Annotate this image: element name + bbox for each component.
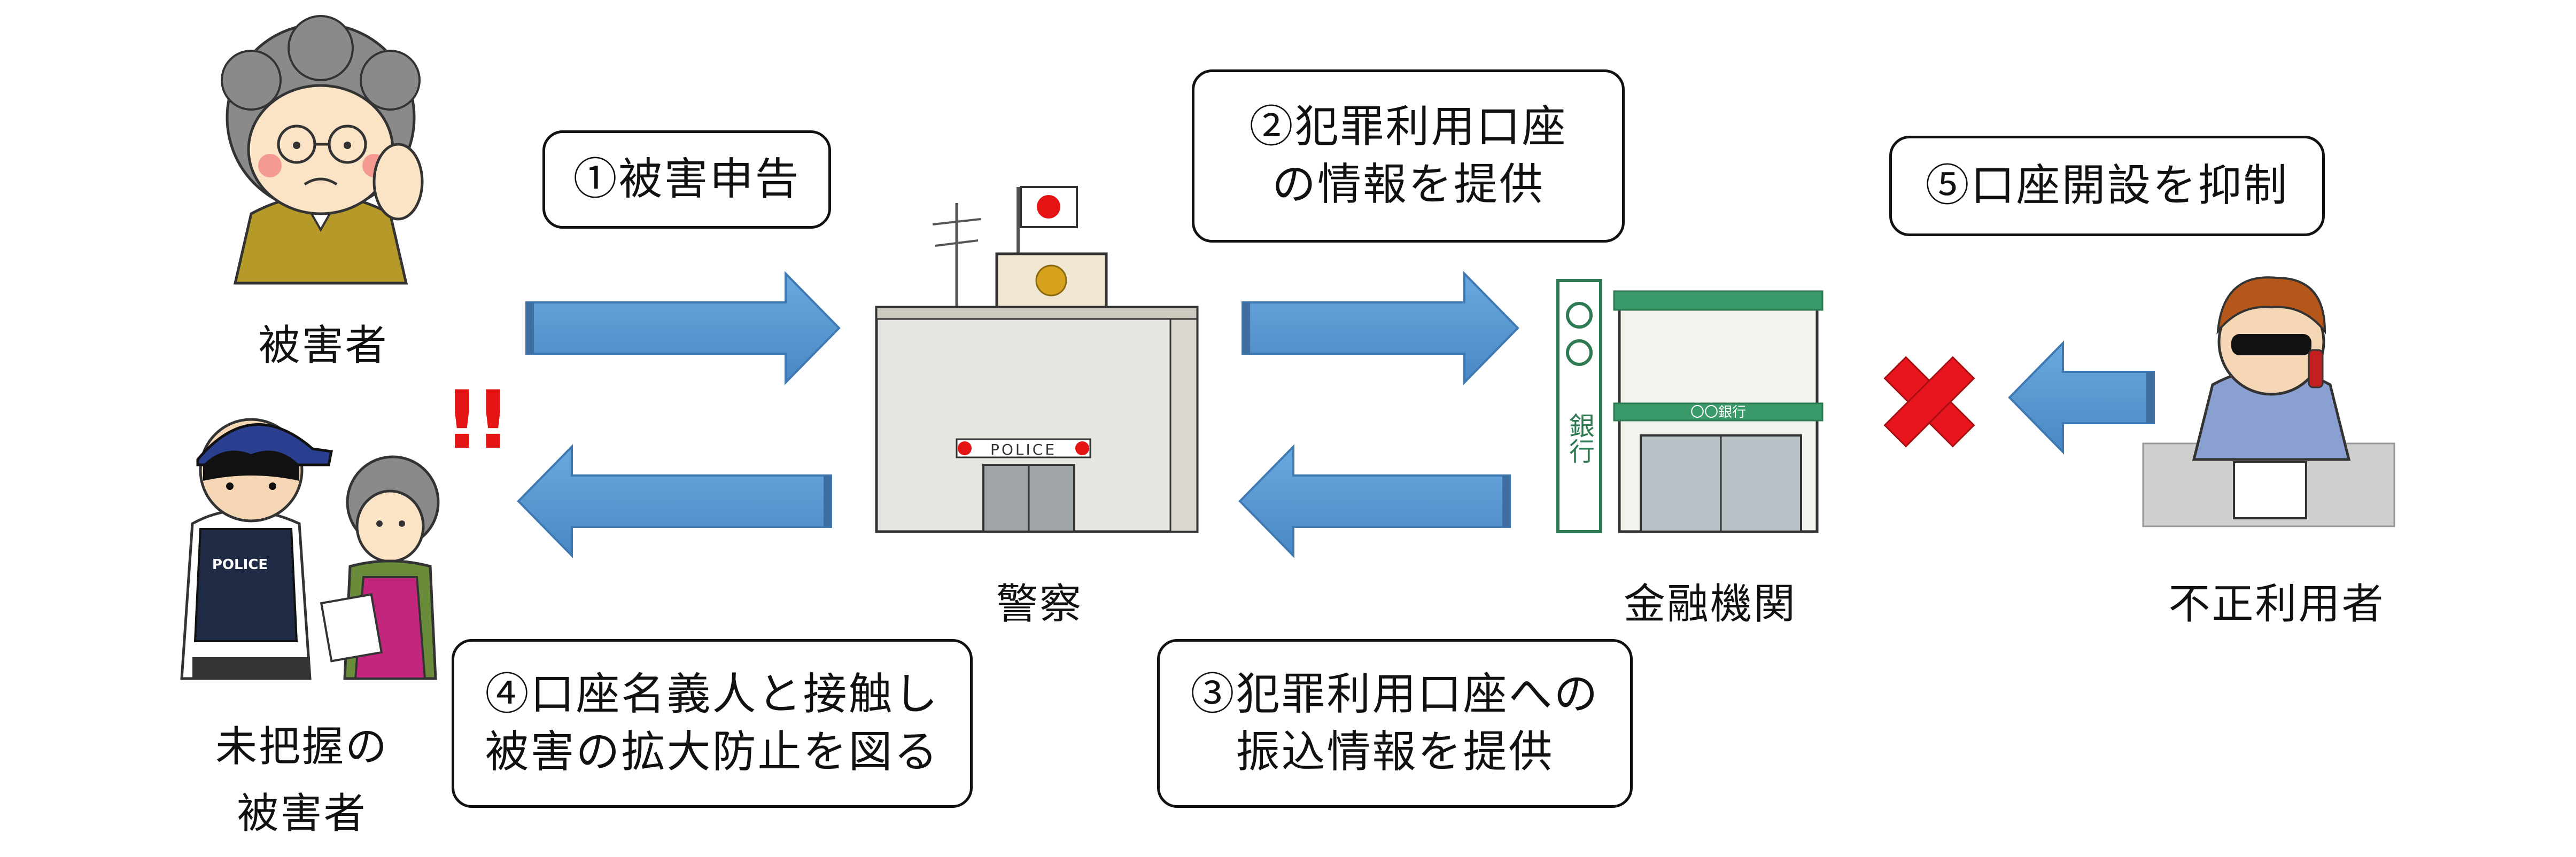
officer-and-woman-illustration (180, 418, 440, 680)
step3-box: ③犯罪利用口座への 振込情報を提供 (1157, 639, 1633, 808)
bank-label-text: 金融機関 (1623, 580, 1797, 628)
police-label: 警察 (951, 571, 1128, 630)
fraudster-illustration (2142, 276, 2395, 527)
arrow-police-to-bank (1242, 271, 1519, 385)
fraudster-label: 不正利用者 (2164, 571, 2389, 630)
victim-label: 被害者 (235, 312, 412, 372)
unknown-victim-label: 未把握の 被害者 (214, 714, 390, 847)
step2-text-line2: の情報を提供 (1271, 159, 1545, 210)
arrow-victim-to-police (525, 271, 841, 385)
alert-exclamation: !! (444, 374, 511, 467)
step2-text-line1: ②犯罪利用口座 (1249, 101, 1568, 152)
officer-badge-text: POLICE (212, 557, 268, 573)
step2-box: ②犯罪利用口座 の情報を提供 (1192, 69, 1625, 243)
victim-label-text: 被害者 (258, 322, 389, 370)
step1-text: ①被害申告 (573, 153, 801, 205)
bank-pillar-text: 銀行 (1564, 412, 1594, 464)
step3-text-line1: ③犯罪利用口座への (1190, 668, 1600, 720)
step4-text-line1: ④口座名義人と接触し (485, 668, 940, 720)
bank-illustration: 銀行 〇〇銀行 (1556, 279, 1824, 533)
step1-box: ①被害申告 (542, 130, 831, 229)
police-station-illustration: POLICE (875, 186, 1199, 533)
fraudster-label-text: 不正利用者 (2168, 580, 2385, 628)
victim-illustration (221, 15, 424, 285)
police-label-text: 警察 (996, 580, 1083, 628)
police-sign-text: POLICE (990, 441, 1057, 458)
bank-label: 金融機関 (1598, 571, 1822, 630)
step4-box: ④口座名義人と接触し 被害の拡大防止を図る (452, 639, 973, 808)
arrow-bank-to-police (1238, 444, 1511, 558)
step5-text: ⑤口座開設を抑制 (1925, 160, 2289, 211)
arrow-fraudster-to-bank (2008, 340, 2155, 455)
step3-text-line2: 振込情報を提供 (1236, 727, 1554, 777)
unknown-victim-label-line1: 未把握の (215, 723, 389, 771)
blocked-cross-icon (1883, 356, 1975, 448)
bank-sign-text: 〇〇銀行 (1690, 404, 1746, 420)
unknown-victim-label-line2: 被害者 (237, 789, 367, 838)
step4-text-line2: 被害の拡大防止を図る (485, 727, 940, 777)
step5-box: ⑤口座開設を抑制 (1889, 136, 2325, 236)
arrow-police-to-unknown-victim (517, 444, 832, 558)
